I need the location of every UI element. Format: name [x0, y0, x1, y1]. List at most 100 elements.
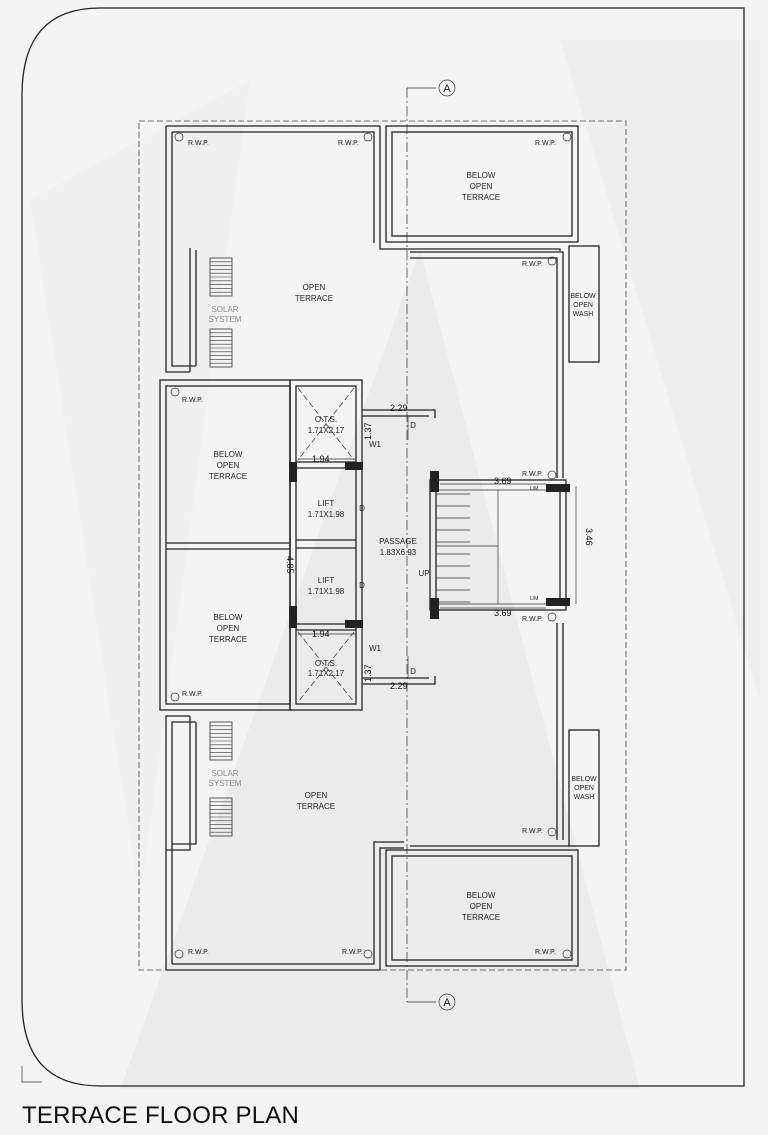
open-terrace-top-line2: TERRACE	[295, 294, 333, 303]
below-wash-bottom-line2: OPEN	[574, 785, 594, 792]
window-label: W1	[369, 644, 382, 653]
stair-up-label: UP	[418, 569, 429, 578]
bottom-left-terrace-walls	[165, 715, 404, 971]
passage-walls	[362, 409, 436, 685]
solar-top-line2: SYSTEM	[209, 315, 242, 324]
lift-top-label: LIFT	[318, 499, 335, 508]
rwp-label: R.W.P.	[182, 691, 203, 698]
rwp-markers	[170, 132, 572, 959]
rwp-label: R.W.P.	[188, 949, 209, 956]
below-terrace-tr-line2: OPEN	[470, 182, 493, 191]
section-marker-bottom	[438, 993, 456, 1011]
column	[289, 462, 297, 482]
solar-panel	[209, 721, 233, 761]
door-label: D	[359, 504, 365, 513]
below-terrace-tr-line1: BELOW	[467, 171, 496, 180]
right-side-walls	[410, 245, 600, 847]
below-wash-bottom-line1: BELOW	[571, 776, 597, 783]
rwp-label: R.W.P.	[188, 140, 209, 147]
ots-top-label: O.T.S.	[315, 415, 337, 424]
solar-panels	[209, 257, 233, 837]
rwp-label: R.W.P.	[522, 261, 543, 268]
column	[546, 484, 570, 492]
section-marker-text: A A	[443, 83, 451, 1009]
open-terrace-bottom-line1: OPEN	[305, 791, 328, 800]
section-marker-top	[438, 79, 456, 97]
dim-ots-depth-top: 1.37	[363, 422, 373, 440]
window-label: W1	[369, 440, 382, 449]
solar-panel	[209, 328, 233, 368]
rwp-label: R.W.P.	[338, 140, 359, 147]
below-terrace-br-line1: BELOW	[467, 891, 496, 900]
below-terrace-ml1-line2: OPEN	[217, 461, 240, 470]
corner-mark	[21, 1066, 42, 1083]
below-terrace-ml1-line3: TERRACE	[209, 472, 247, 481]
dim-ots-depth-bottom: 1.37	[363, 664, 373, 682]
staircase	[429, 479, 567, 611]
dim-top-passage: 2.29	[390, 403, 408, 413]
column	[345, 620, 363, 628]
solar-panel	[209, 257, 233, 297]
solar-panel	[209, 797, 233, 837]
rwp-label: R.W.P.	[342, 949, 363, 956]
open-terrace-top-line1: OPEN	[303, 283, 326, 292]
door-label: D	[410, 667, 416, 676]
passage-label: PASSAGE	[379, 537, 417, 546]
below-terrace-ml2-line1: BELOW	[214, 613, 243, 622]
dim-stair-top: 3.69	[494, 476, 512, 486]
below-terrace-ml2-line2: OPEN	[217, 624, 240, 633]
dim-stair-bottom: 3.69	[494, 608, 512, 618]
lm-tag: L/M	[530, 596, 538, 602]
below-terrace-br-line3: TERRACE	[462, 913, 500, 922]
column	[546, 598, 570, 606]
top-left-terrace-walls	[165, 125, 561, 373]
solar-bottom-line1: SOLAR	[211, 769, 238, 778]
plot-boundary	[138, 120, 627, 971]
below-terrace-br-line2: OPEN	[470, 902, 493, 911]
dimension-lines	[289, 398, 577, 698]
section-marker-bottom-label: A	[443, 997, 451, 1009]
below-terrace-tr-line3: TERRACE	[462, 193, 500, 202]
below-wash-top-line2: OPEN	[573, 302, 593, 309]
door-label: D	[359, 581, 365, 590]
column	[430, 598, 439, 619]
passage-size: 1.83X6.93	[380, 548, 417, 557]
watermark-shapes	[30, 40, 760, 1090]
below-wash-top-line3: WASH	[573, 311, 594, 318]
lift-bottom-label: LIFT	[318, 576, 335, 585]
column	[289, 606, 297, 628]
below-wash-top-line1: BELOW	[570, 293, 596, 300]
lift-top-size: 1.71X1.98	[308, 510, 345, 519]
top-right-terrace-walls	[385, 125, 579, 243]
rwp-label: R.W.P.	[535, 140, 556, 147]
dim-stair-depth: 3.46	[584, 528, 594, 546]
sheet-border	[21, 7, 745, 1087]
rwp-label: R.W.P.	[535, 949, 556, 956]
rwp-label: R.W.P.	[522, 616, 543, 623]
below-terrace-ml1-line1: BELOW	[214, 450, 243, 459]
column	[345, 462, 363, 470]
dim-core-width-top: 1.94	[312, 454, 330, 464]
column	[430, 471, 439, 492]
rwp-label: R.W.P.	[522, 471, 543, 478]
rwp-label: R.W.P.	[182, 397, 203, 404]
lift-bottom-size: 1.71X1.98	[308, 587, 345, 596]
dim-core-width-bottom: 1.94	[312, 629, 330, 639]
below-terrace-ml2-line3: TERRACE	[209, 635, 247, 644]
lm-tag: L/M	[530, 486, 538, 492]
door-label: D	[410, 421, 416, 430]
open-terrace-bottom-line2: TERRACE	[297, 802, 335, 811]
section-marker-top-label: A	[443, 83, 451, 95]
ots-top-size: 1.71X2.17	[308, 426, 345, 435]
dim-bottom-passage: 2.29	[390, 681, 408, 691]
bottom-right-terrace-walls	[385, 849, 579, 967]
rwp-label: R.W.P.	[522, 828, 543, 835]
below-wash-bottom-line3: WASH	[574, 794, 595, 801]
drawing-title: TERRACE FLOOR PLAN	[22, 1102, 299, 1129]
solar-bottom-line2: SYSTEM	[209, 779, 242, 788]
dim-core-height: 4.85	[285, 556, 295, 574]
ots-bottom-size: 1.71X2.17	[308, 669, 345, 678]
ots-bottom-label: O.T.S.	[315, 659, 337, 668]
